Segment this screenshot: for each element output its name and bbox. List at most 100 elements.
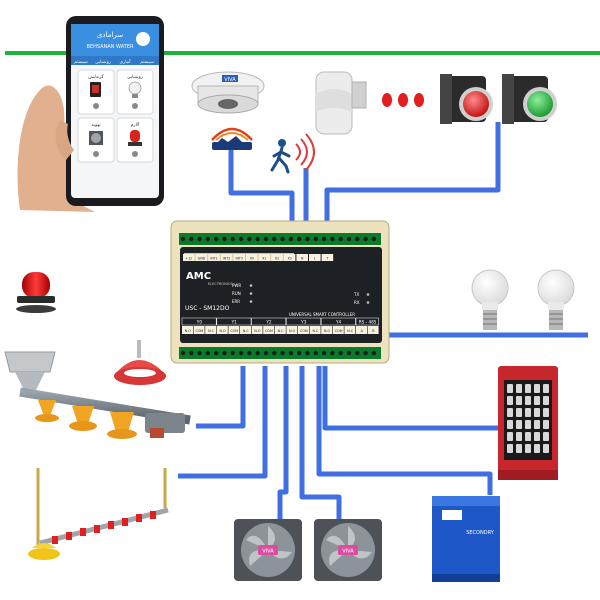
screw-terminal: [238, 350, 244, 356]
phone-header-title: سرامادی: [97, 31, 123, 39]
bulb-icon: [128, 81, 142, 95]
heater-element: [516, 396, 522, 405]
heater-element: [516, 384, 522, 393]
wire-drinker: [178, 366, 268, 479]
screw-terminal: [346, 236, 352, 242]
screw-terminal: [263, 236, 269, 242]
screw-terminal: [238, 236, 244, 242]
screw-terminal: [247, 350, 252, 356]
drinker-line: [28, 468, 169, 560]
wire-feeder: [196, 366, 246, 429]
terminal-cell: [356, 326, 367, 334]
output-terminal-label: N.O: [254, 329, 261, 333]
terminal-cell: [321, 326, 333, 334]
terminal-cell: [208, 254, 220, 261]
heater-element: [543, 384, 549, 393]
controller-comm-label: RX: [354, 300, 360, 305]
screw-terminal: [338, 236, 343, 242]
heater-element: [525, 432, 531, 441]
terminal-cell: [228, 326, 240, 334]
phone-category-2[interactable]: روشنایی: [95, 60, 111, 65]
phone-category-4[interactable]: سیستم: [140, 60, 154, 65]
output-terminal-label: COM: [196, 329, 204, 333]
terminal-cell: [344, 326, 356, 334]
phone-category-1[interactable]: سیستم: [74, 60, 88, 65]
wire-heater: [322, 366, 498, 431]
screw-terminal: [288, 350, 294, 356]
input-terminal-label: L: [314, 257, 316, 261]
screw-terminal: [371, 350, 377, 356]
terminal-cell: [286, 326, 298, 334]
screw-terminal: [305, 350, 310, 356]
terminal-cell: [296, 254, 308, 261]
heater-cabinet: [498, 366, 558, 480]
terminal-cell: [309, 254, 321, 261]
heater-element: [534, 420, 540, 429]
heater-element: [534, 408, 540, 417]
screw-terminal: [222, 350, 227, 356]
screw-terminal: [255, 236, 260, 242]
input-terminal-label: INT1: [210, 257, 217, 261]
terminal-cell: [321, 254, 334, 261]
alarm-siren: [16, 272, 56, 313]
terminal-cell: [298, 326, 309, 334]
screw-terminal: [371, 236, 377, 242]
phone-category-3[interactable]: آبیاری: [120, 59, 132, 65]
screw-terminal: [313, 236, 318, 242]
input-terminal-label: X3: [287, 257, 291, 261]
input-terminal-label: INT2: [223, 257, 230, 261]
terminal-cell: [193, 326, 205, 334]
controller-comm-label: TX: [353, 292, 359, 297]
screw-terminal: [280, 236, 285, 242]
input-terminal-label: X2: [275, 257, 279, 261]
heater-element: [507, 408, 513, 417]
screw-terminal: [255, 350, 260, 356]
screw-terminal: [313, 350, 318, 356]
screw-terminal: [288, 236, 294, 242]
screw-terminal: [205, 236, 211, 242]
terminal-cell: [258, 254, 271, 261]
screw-terminal: [280, 350, 285, 356]
wire-smoke: [228, 150, 295, 230]
output-group-cell: [355, 317, 379, 326]
phone-card-label: گرمایش: [88, 73, 104, 80]
screw-terminal: [222, 236, 227, 242]
heater-element: [507, 396, 513, 405]
terminal-cell: [182, 326, 193, 334]
screw-terminal: [197, 350, 202, 356]
fan-badge: VIVA: [262, 549, 274, 555]
screw-terminal: [197, 236, 202, 242]
terminal-cell: [251, 326, 263, 334]
output-terminal-label: N.C: [347, 329, 354, 333]
heater-element: [534, 384, 540, 393]
red-push-button: [440, 74, 493, 124]
output-terminal-label: N.C: [278, 329, 285, 333]
screw-terminal: [272, 350, 277, 356]
terminal-cell: [309, 326, 321, 334]
heater-element: [543, 408, 549, 417]
dryer-label: SECONDRY: [466, 530, 495, 536]
smoke-detector: VIVA: [191, 71, 265, 114]
controller-unit: AMC ELECTRONICS USC - SM12DO UNIVERSAL S…: [170, 220, 390, 364]
output-group-cell: [216, 317, 252, 326]
screw-terminal: [214, 236, 219, 242]
output-terminal-label: B: [372, 329, 375, 333]
screw-terminal: [247, 236, 252, 242]
exhaust-fan: VIVA: [314, 519, 382, 581]
output-group-label: RS - 485: [359, 320, 377, 325]
terminal-cell: [367, 326, 379, 334]
exhaust-fan: VIVA: [234, 519, 302, 581]
output-group-cell: [251, 317, 287, 326]
output-terminal-label: COM: [300, 329, 308, 333]
screw-terminal: [363, 236, 368, 242]
terminal-cell: [205, 326, 217, 334]
screw-terminal: [230, 350, 235, 356]
screw-terminal: [180, 236, 186, 242]
wire-fan2: [299, 366, 342, 520]
smoke-detector-badge: VIVA: [224, 77, 236, 83]
siren-icon: [130, 130, 140, 142]
phone-header-sub: BEHSANAN WATER: [87, 44, 134, 50]
